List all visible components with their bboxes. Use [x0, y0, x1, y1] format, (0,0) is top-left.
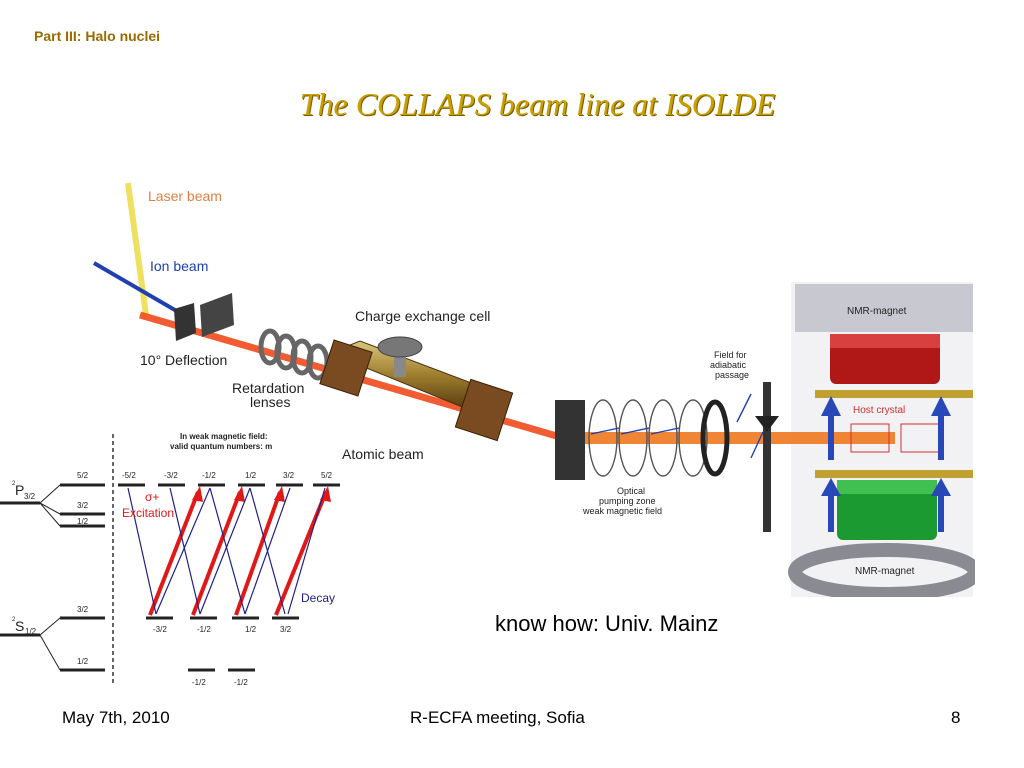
field-label-2: adiabatic [710, 360, 747, 370]
decay-arrow [169, 487, 201, 615]
footer-page-number: 8 [951, 708, 961, 727]
upper-m-label: -1/2 [202, 471, 216, 480]
decay-arrow [287, 487, 326, 615]
beamline-illustration: Laser beam Ion beam 10° Deflection Charg… [92, 182, 561, 462]
knowhow-caption: know how: Univ. Mainz [495, 611, 719, 636]
magnetic-field-arrows [821, 396, 951, 532]
decay-arrow [244, 487, 291, 615]
lower-m-label: -1/2 [197, 625, 211, 634]
atomic-beam-label: Atomic beam [342, 446, 424, 462]
ion-beam-label: Ion beam [150, 258, 208, 274]
optical-label-1: Optical [617, 486, 645, 496]
s-state-sup: 2 [12, 617, 16, 623]
end-flange [555, 400, 585, 480]
field-label-3: passage [715, 370, 749, 380]
footer-meeting: R-ECFA meeting, Sofia [410, 708, 585, 727]
excitation-arrow [148, 491, 200, 616]
p-level-label: 3/2 [77, 501, 89, 510]
decay-label: Decay [301, 591, 335, 605]
optical-label-2: pumping zone [599, 496, 656, 506]
deflector-plate [200, 293, 234, 337]
energy-level-diagram: In weak magnetic field: valid quantum nu… [0, 432, 340, 687]
decay-arrow [209, 487, 246, 615]
optical-label-3: weak magnetic field [582, 506, 662, 516]
upper-m-label: 1/2 [245, 471, 257, 480]
nmr-magnet-top [795, 284, 973, 384]
upper-m-label: -3/2 [164, 471, 178, 480]
slide-title: The COLLAPS beam line at ISOLDE [299, 86, 776, 122]
optical-pumping-coils [588, 399, 730, 477]
charge-exchange-label: Charge exchange cell [355, 308, 490, 324]
s-state-sub: 1/2 [25, 627, 37, 636]
footer-date: May 7th, 2010 [62, 708, 170, 727]
excitation-sigma: σ+ [145, 490, 159, 504]
p-level-label: 5/2 [77, 471, 89, 480]
excitation-label: Excitation [122, 506, 174, 520]
field-label-1: Field for [714, 350, 747, 360]
decay-arrow [199, 487, 251, 615]
nmr-magnet-bottom [788, 480, 975, 597]
decay-arrow [155, 487, 211, 615]
p-level-label: 1/2 [77, 517, 89, 526]
levels-header-2: valid quantum numbers: m [170, 442, 272, 451]
nmr-bottom-label: NMR-magnet [855, 566, 915, 577]
ion-beam-line [92, 261, 182, 315]
p-state-label: P [15, 482, 24, 498]
p-state-sub: 3/2 [24, 492, 36, 501]
nmr-illustration: Field for adiabatic passage Optical pump… [555, 282, 975, 597]
field-arrows [590, 393, 764, 459]
lower-m-label: 1/2 [245, 625, 257, 634]
deflector-plate [174, 303, 196, 341]
charge-exchange-cell [319, 336, 514, 442]
deflection-label: 10° Deflection [140, 352, 227, 368]
lowest-m-label: -1/2 [192, 678, 206, 687]
s-state-label: S [15, 618, 24, 634]
s-level-label: 1/2 [77, 657, 89, 666]
nmr-top-label: NMR-magnet [847, 306, 907, 317]
laser-beam-label: Laser beam [148, 188, 222, 204]
lowest-m-label: -1/2 [234, 678, 248, 687]
retardation-label-2: lenses [250, 394, 290, 410]
levels-header-1: In weak magnetic field: [180, 432, 268, 441]
upper-m-label: 5/2 [321, 471, 333, 480]
p-state-sup: 2 [12, 481, 16, 487]
center-plate [763, 382, 771, 532]
excitation-arrow [234, 491, 282, 616]
decay-arrow [127, 487, 157, 615]
laser-beam-line [125, 182, 149, 316]
s-level-label: 3/2 [77, 605, 89, 614]
lower-m-label: 3/2 [280, 625, 292, 634]
retardation-label-1: Retardation [232, 380, 304, 396]
upper-m-label: -5/2 [122, 471, 136, 480]
upper-m-label: 3/2 [283, 471, 295, 480]
lower-m-label: -3/2 [153, 625, 167, 634]
host-crystal-label: Host crystal [853, 405, 905, 416]
section-label: Part III: Halo nuclei [34, 28, 161, 44]
excitation-arrow [191, 491, 242, 616]
